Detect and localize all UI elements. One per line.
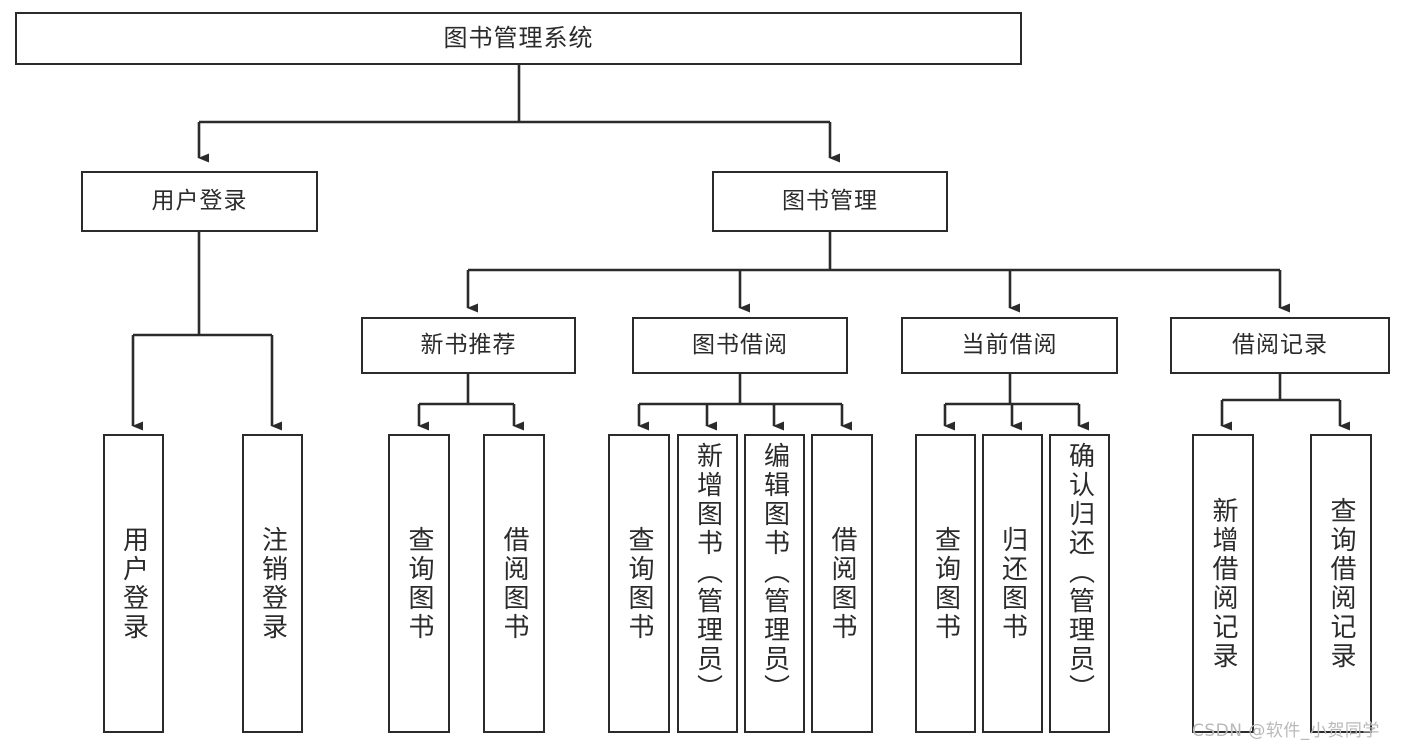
- leaf-current-borrow-return[interactable]: 归还图书: [982, 434, 1043, 733]
- node-label: 查询图书: [930, 525, 961, 642]
- node-book-borrow[interactable]: 图书借阅: [632, 317, 848, 374]
- node-label: 查询借阅记录: [1326, 496, 1357, 671]
- leaf-book-borrow-borrow[interactable]: 借阅图书: [811, 434, 873, 733]
- leaf-borrow-record-add[interactable]: 新增借阅记录: [1192, 434, 1254, 733]
- leaf-book-borrow-add[interactable]: 新增图书（管理员）: [677, 434, 738, 733]
- node-root-system[interactable]: 图书管理系统: [15, 12, 1022, 65]
- node-label: 查询图书: [404, 525, 435, 642]
- node-label: 借阅图书: [827, 525, 858, 642]
- node-label: 借阅记录: [1232, 331, 1328, 358]
- node-label: 编辑图书（管理员）: [759, 442, 790, 703]
- node-label: 借阅图书: [499, 525, 530, 642]
- node-label: 图书借阅: [692, 331, 788, 358]
- leaf-current-borrow-confirm-return[interactable]: 确认归还（管理员）: [1049, 434, 1110, 733]
- node-label: 新增借阅记录: [1208, 496, 1239, 671]
- leaf-book-borrow-edit[interactable]: 编辑图书（管理员）: [744, 434, 805, 733]
- node-label: 用户登录: [151, 187, 248, 214]
- node-label: 新增图书（管理员）: [692, 442, 723, 703]
- node-label: 查询图书: [624, 525, 655, 642]
- node-label: 注销登录: [257, 525, 288, 642]
- node-label: 新书推荐: [420, 331, 517, 358]
- leaf-user-login-login[interactable]: 用户登录: [103, 434, 164, 733]
- node-user-login[interactable]: 用户登录: [81, 171, 318, 232]
- node-label: 当前借阅: [961, 331, 1058, 358]
- node-label: 图书管理系统: [443, 24, 594, 53]
- leaf-current-borrow-query[interactable]: 查询图书: [915, 434, 976, 733]
- leaf-new-book-query[interactable]: 查询图书: [388, 434, 450, 733]
- node-new-book-recommend[interactable]: 新书推荐: [361, 317, 576, 374]
- node-label: 归还图书: [997, 525, 1028, 642]
- leaf-borrow-record-query[interactable]: 查询借阅记录: [1310, 434, 1372, 733]
- leaf-book-borrow-query[interactable]: 查询图书: [608, 434, 670, 733]
- node-book-management[interactable]: 图书管理: [712, 171, 948, 232]
- node-label: 确认归还（管理员）: [1064, 442, 1095, 703]
- node-label: 图书管理: [782, 187, 878, 214]
- leaf-user-login-logout[interactable]: 注销登录: [242, 434, 303, 733]
- leaf-new-book-borrow[interactable]: 借阅图书: [483, 434, 545, 733]
- node-current-borrow[interactable]: 当前借阅: [901, 317, 1118, 374]
- node-label: 用户登录: [118, 525, 149, 642]
- node-borrow-record[interactable]: 借阅记录: [1170, 317, 1390, 374]
- watermark-text: CSDN @软件_小贺同学: [1192, 721, 1380, 741]
